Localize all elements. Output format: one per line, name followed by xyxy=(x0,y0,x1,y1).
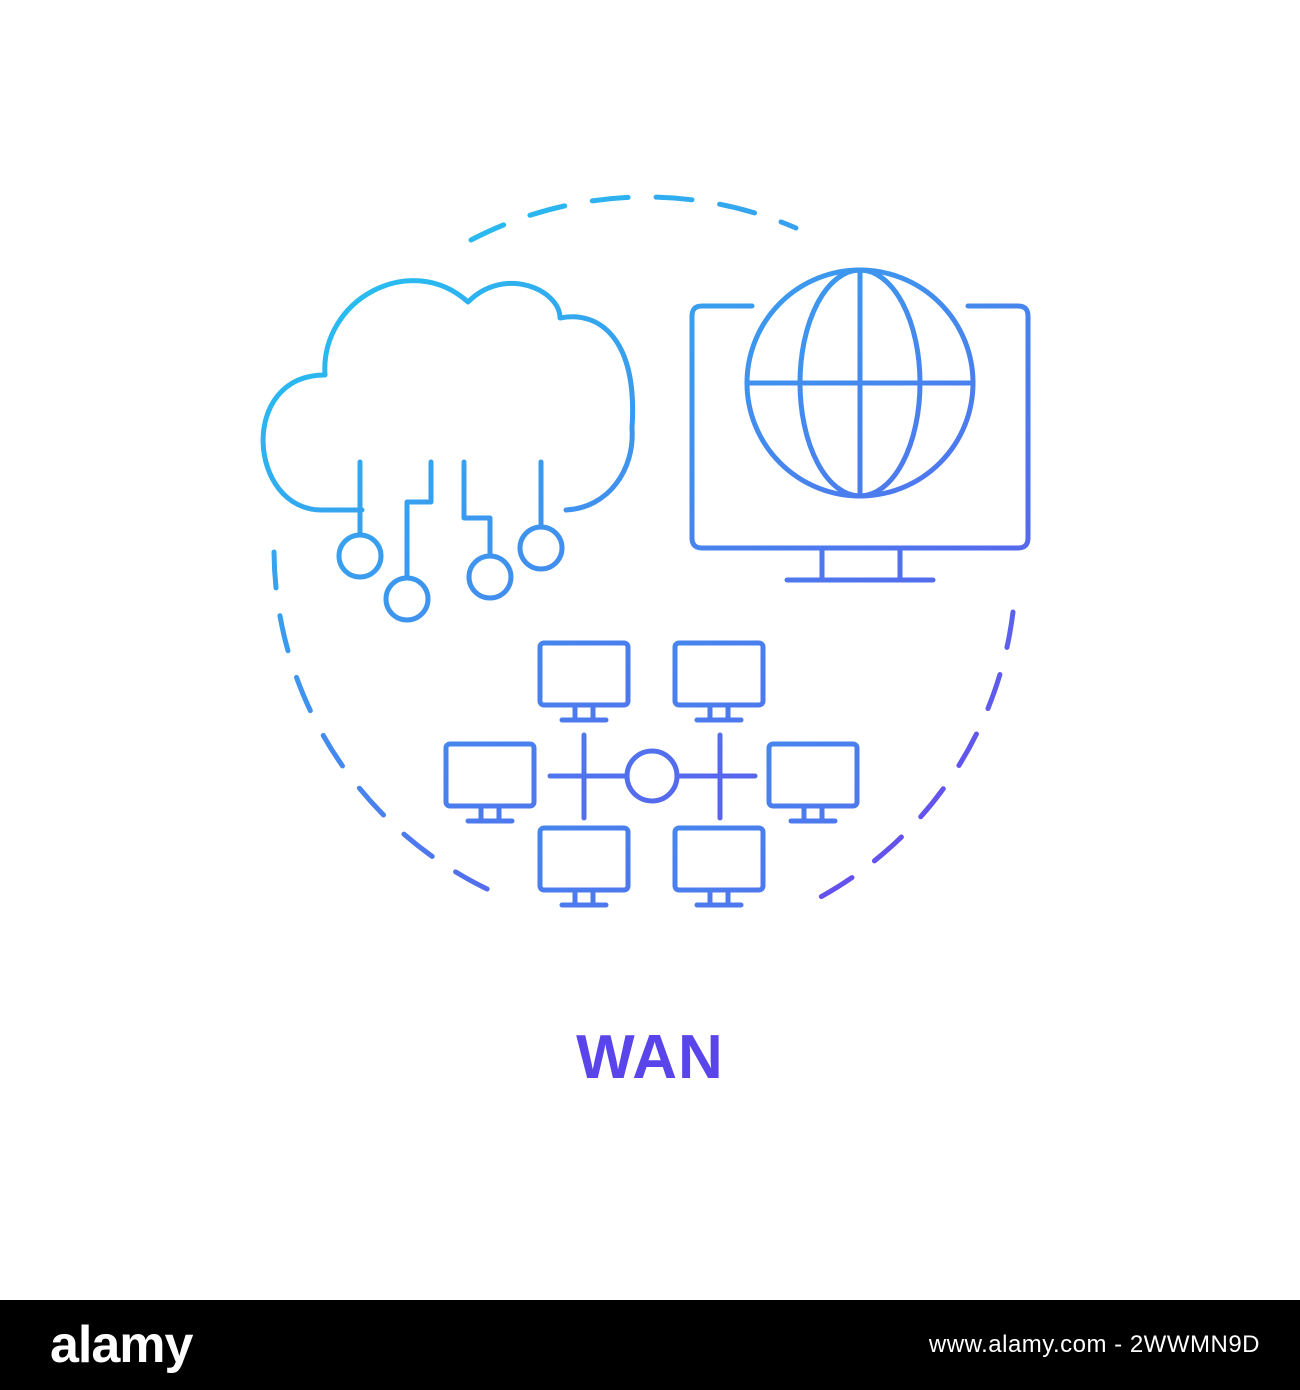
network-node-computer xyxy=(537,640,631,723)
network-computers-icon xyxy=(446,640,857,905)
dashed-ring xyxy=(271,194,1016,903)
wan-illustration xyxy=(260,194,1031,1300)
stock-footer-bar: alamy www.alamy.com - 2WWMN9D xyxy=(0,1300,1300,1390)
network-node-computer xyxy=(769,744,857,821)
network-hub-links xyxy=(547,732,758,821)
alamy-logo: alamy xyxy=(50,1316,193,1374)
network-node-computer xyxy=(675,828,763,905)
stock-image-id: www.alamy.com - 2WWMN9D xyxy=(928,1331,1260,1358)
network-node-computer xyxy=(675,643,763,720)
brand-text: alamy xyxy=(50,1316,193,1374)
network-node-computer xyxy=(446,744,534,821)
caption-title: WAN xyxy=(576,1023,724,1092)
network-node-computer xyxy=(540,828,628,905)
cloud-circuit-icon xyxy=(260,278,636,623)
globe-monitor-icon xyxy=(689,267,1031,583)
